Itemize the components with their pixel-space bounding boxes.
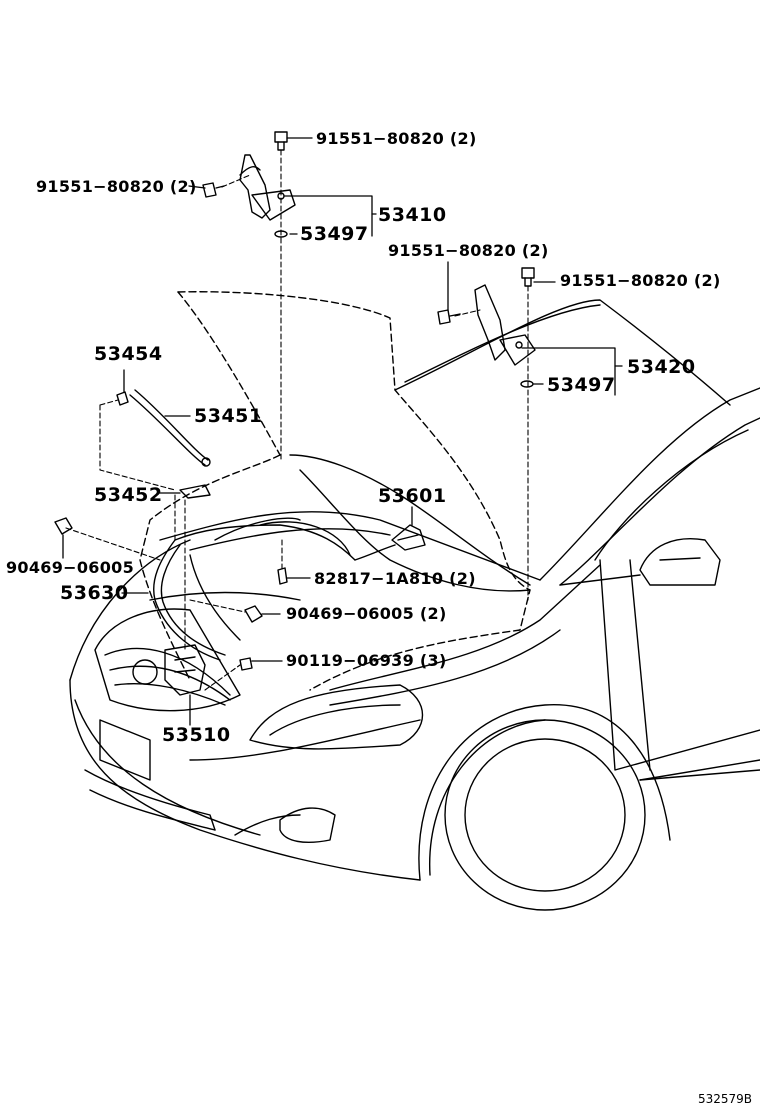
hood-support-rod: [129, 389, 211, 467]
car-body: [69, 299, 760, 911]
label-82817: 82817−1A810 (2): [314, 569, 476, 588]
label-91551-left: 91551−80820 (2): [36, 177, 197, 196]
washer-53497-b: [520, 380, 534, 388]
bolt-90119: [239, 657, 253, 671]
grommet-90469-a: [54, 517, 73, 535]
hood-underside: [189, 454, 531, 641]
hood: [139, 291, 531, 691]
bolt-hinge-right-top: [521, 267, 535, 287]
rod-holder-53454: [116, 391, 129, 406]
label-53420: 53420: [627, 356, 696, 378]
bolt-hinge-right-side: [437, 309, 461, 325]
label-53497-a: 53497: [300, 223, 369, 245]
label-53454: 53454: [94, 343, 163, 365]
bolt-hinge-left-side: [202, 182, 225, 198]
rod-holder-53452: [179, 484, 211, 499]
label-90119: 90119−06939 (3): [286, 651, 447, 670]
release-cable: [153, 524, 396, 661]
release-lever-53601: [391, 524, 426, 551]
cable-clip-82817: [277, 567, 288, 585]
label-91551-right: 91551−80820 (2): [560, 271, 721, 290]
label-91551-top: 91551−80820 (2): [316, 129, 477, 148]
label-90469-b: 90469−06005 (2): [286, 604, 447, 623]
assembly-guides: [65, 149, 529, 691]
hood-lock-53510: [132, 644, 206, 696]
label-53497-b: 53497: [547, 374, 616, 396]
label-53630: 53630: [60, 582, 129, 604]
bolt-hinge-left-top: [274, 131, 288, 151]
label-53451: 53451: [194, 405, 263, 427]
label-91551-mid: 91551−80820 (2): [388, 241, 549, 260]
label-53510: 53510: [162, 724, 231, 746]
label-53601: 53601: [378, 485, 447, 507]
leader-lines: [62, 137, 623, 726]
label-53410: 53410: [378, 204, 447, 226]
label-53452: 53452: [94, 484, 163, 506]
hinge-left: [239, 154, 296, 221]
illustration-reference-number: 532579B: [698, 1092, 753, 1106]
hinge-right: [474, 284, 536, 366]
label-90469-a: 90469−06005: [6, 558, 135, 577]
grommet-90469-b: [244, 605, 263, 623]
